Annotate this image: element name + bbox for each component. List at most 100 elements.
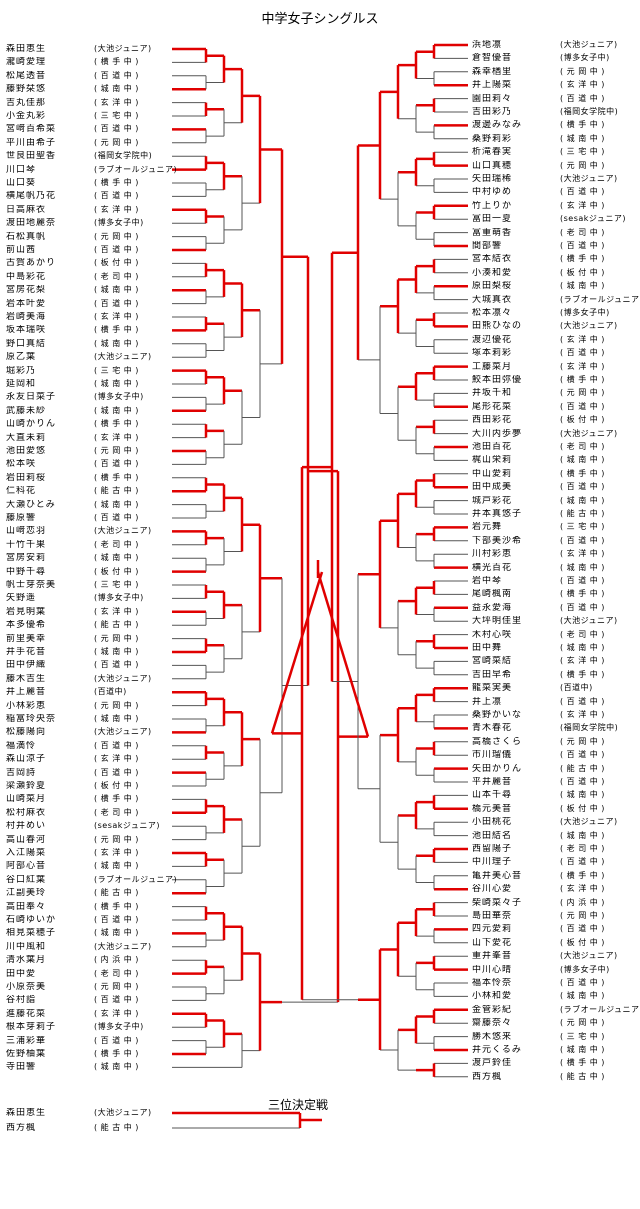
player-name: 山崎菜月 xyxy=(6,794,47,805)
player-entry: 中野千尋( 板 付 中 ) xyxy=(6,567,176,577)
player-team: ( 城 南 中 ) xyxy=(94,405,139,415)
player-entry: 山崎菜月( 横 手 中 ) xyxy=(6,794,176,804)
player-team: ( 玄 洋 中 ) xyxy=(560,710,605,719)
player-entry: 森田恵生(大池ジュニア) xyxy=(6,1108,176,1118)
player-name: 井元くるみ xyxy=(472,1045,522,1055)
player-team: ( 横 手 中 ) xyxy=(94,178,139,187)
player-team: ( 百 道 中 ) xyxy=(560,535,605,545)
player-team: ( 能 古 中 ) xyxy=(560,1071,605,1081)
player-team: ( 百 道 中 ) xyxy=(560,348,605,358)
player-entry: 高山春河( 元 岡 中 ) xyxy=(6,835,176,845)
player-entry: 西田彩花( 板 付 中 ) xyxy=(472,415,640,425)
player-entry: 延岡和( 城 南 中 ) xyxy=(6,379,176,389)
player-name: 阿部心音 xyxy=(6,861,47,872)
player-name: 井上麗音 xyxy=(6,687,47,698)
player-entry: 村井めい(sesakジュニア) xyxy=(6,821,176,831)
player-entry: 宮﨑百希菜( 百 道 中 ) xyxy=(6,124,176,134)
player-team: ( 元 岡 中 ) xyxy=(94,137,139,147)
player-team: ( 城 南 中 ) xyxy=(94,647,139,656)
player-team: ( 老 司 中 ) xyxy=(94,271,139,281)
player-entry: 稲富玲央奈( 城 南 中 ) xyxy=(6,714,176,724)
player-name: 武藤未紗 xyxy=(6,405,47,416)
player-name: 尾形花菜 xyxy=(472,401,513,412)
player-name: 木村心咲 xyxy=(472,629,513,640)
player-name: 西方楓 xyxy=(472,1071,503,1082)
player-entry: 松藤陽向(大池ジュニア) xyxy=(6,727,176,737)
player-entry: 井上麗音(百道中) xyxy=(6,687,176,697)
player-team: ( 横 手 中 ) xyxy=(560,870,605,880)
player-entry: 工藤菜月( 玄 洋 中 ) xyxy=(472,362,640,372)
player-name: 高田奉々 xyxy=(6,901,47,912)
player-team: ( 百 道 中 ) xyxy=(560,401,605,411)
player-name: 田熊ひなの xyxy=(472,321,523,332)
player-name: 古賀あかり xyxy=(6,258,57,269)
player-team: (大池ジュニア) xyxy=(560,321,618,331)
player-team: (大池ジュニア) xyxy=(94,44,152,53)
player-team: ( 玄 洋 中 ) xyxy=(560,549,605,559)
player-team: (大池ジュニア) xyxy=(560,951,618,961)
player-entry: 井手花音( 城 南 中 ) xyxy=(6,647,176,657)
player-team: ( 元 岡 中 ) xyxy=(560,160,605,170)
player-name: 橋元美音 xyxy=(472,803,513,814)
player-team: ( 城 南 中 ) xyxy=(560,281,605,291)
player-entry: 川口琴(ラブオールジュニア) xyxy=(6,165,176,175)
player-name: 井本真悠子 xyxy=(472,509,523,519)
player-entry: 谷川心愛( 玄 洋 中 ) xyxy=(472,884,640,894)
player-entry: 田熊ひなの (大池ジュニア) xyxy=(472,321,640,331)
player-entry: 坂本瑞咲( 横 手 中 ) xyxy=(6,325,176,335)
player-team: ( 玄 洋 中 ) xyxy=(94,848,139,857)
player-team: ( 横 手 中 ) xyxy=(94,325,139,335)
player-team: ( 城 南 中 ) xyxy=(94,714,139,723)
player-team: ( 城 南 中 ) xyxy=(94,338,139,348)
player-name: 中山愛莉 xyxy=(472,468,513,479)
player-entry: 小林彩恵( 元 岡 中 ) xyxy=(6,701,176,711)
player-entry: 川村彩恵( 玄 洋 中 ) xyxy=(472,549,640,559)
player-entry: 中山愛莉 ( 横 手 中 ) xyxy=(472,469,640,479)
player-name: 齋藤奈々 xyxy=(472,1018,513,1029)
player-team: ( 城 南 中 ) xyxy=(560,562,605,572)
player-team: ( 元 岡 中 ) xyxy=(94,700,139,710)
player-name: 大瀬ひとみ xyxy=(6,499,56,510)
player-name: 大川内歩夢 xyxy=(472,428,523,439)
player-team: (大池ジュニア) xyxy=(560,40,618,49)
player-team: ( 三 宅 中 ) xyxy=(94,365,139,375)
player-entry: 小湊和愛( 板 付 中 ) xyxy=(472,268,640,278)
player-name: 山﨑恋羽 xyxy=(6,526,47,537)
player-name: 三浦彩華 xyxy=(6,1035,47,1046)
player-team: ( 老 司 中 ) xyxy=(94,968,139,978)
player-entry: 平井麗音( 百 道 中 ) xyxy=(472,777,640,787)
player-team: ( 玄 洋 中 ) xyxy=(94,754,139,764)
player-name: 園田莉々 xyxy=(472,93,513,104)
player-team: (ラブオールジュニア) xyxy=(560,1004,640,1014)
player-team: ( 内 浜 中 ) xyxy=(560,897,605,907)
player-entry: 池田結名( 城 南 中 ) xyxy=(472,831,640,841)
player-team: ( 百 道 中 ) xyxy=(560,696,605,706)
player-name: 石松真帆 xyxy=(6,231,47,242)
player-team: ( 百 道 中 ) xyxy=(94,767,139,777)
player-name: 根本芽莉子 xyxy=(6,1022,57,1033)
player-entry: 西留陽子( 老 司 中 ) xyxy=(472,844,640,854)
player-name: 山口真穂 xyxy=(472,160,513,171)
player-entry: 三浦彩華( 百 道 中 ) xyxy=(6,1036,176,1046)
player-name: 西田彩花 xyxy=(472,415,513,426)
player-name: 堀彩乃 xyxy=(6,365,37,376)
player-team: ( 玄 洋 中 ) xyxy=(560,656,605,666)
player-name: 青木春花 xyxy=(472,723,513,734)
player-entry: 岩元舞( 三 宅 中 ) xyxy=(472,522,640,532)
player-team: ( 城 南 中 ) xyxy=(560,790,605,800)
player-entry: 清水葉月( 内 浜 中 ) xyxy=(6,955,176,965)
player-team: (博多女子中) xyxy=(94,218,144,228)
player-entry: 横光百花( 城 南 中 ) xyxy=(472,563,640,573)
player-entry: 阿部心音( 城 南 中 ) xyxy=(6,861,176,871)
player-name: 倉智優音 xyxy=(472,53,513,64)
player-entry: 冨田一夏(sesakジュニア) xyxy=(472,214,640,224)
player-team: ( 三 宅 中 ) xyxy=(94,580,139,589)
player-name: 吉丸佳那 xyxy=(6,97,47,108)
player-name: 小原奈美 xyxy=(6,982,47,992)
player-name: 渡田地麗奈 xyxy=(6,218,57,229)
player-team: (博多女子中) xyxy=(560,308,610,317)
player-team: ( 百 道 中 ) xyxy=(560,602,605,612)
bracket-line xyxy=(316,571,370,737)
player-team: ( 百 道 中 ) xyxy=(560,187,605,197)
player-team: ( 横 手 中 ) xyxy=(560,468,605,478)
